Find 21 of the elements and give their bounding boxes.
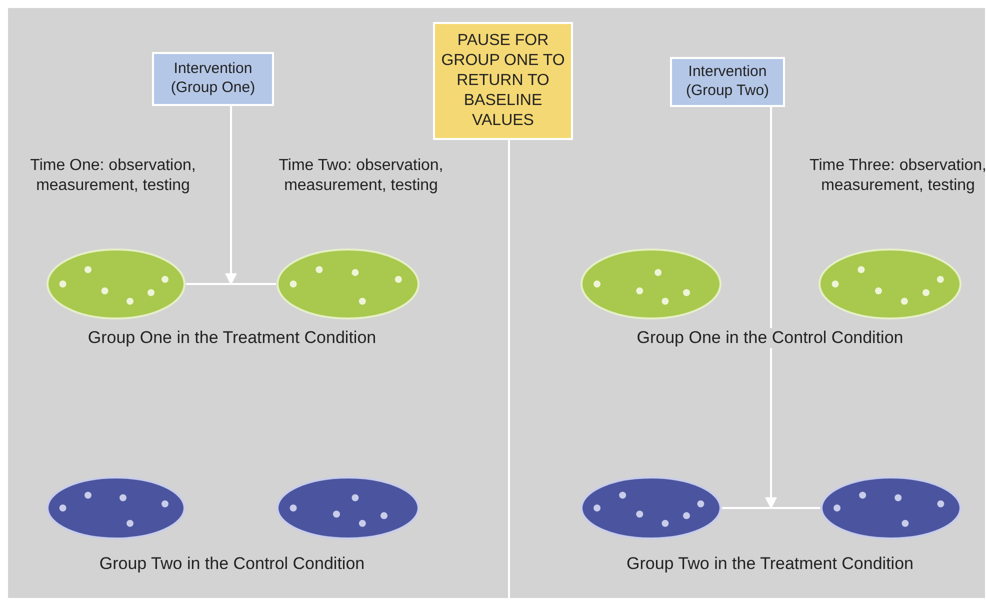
time-point-label: Time Three: observation, measurement, testing [808, 156, 986, 196]
process-box: Intervention (Group Two) [670, 57, 785, 107]
time-point-label: Time One: observation, measurement, testing [29, 156, 197, 196]
connector-line [508, 140, 510, 598]
time-point-label: Time Two: observation, measurement, testing [278, 156, 444, 196]
group-ellipse [820, 476, 962, 540]
group-ellipse [46, 248, 186, 320]
group-ellipse [580, 476, 722, 540]
group-ellipse [818, 248, 962, 320]
connector-line [722, 507, 820, 509]
group-ellipse [276, 476, 420, 540]
group-ellipse [580, 248, 722, 320]
condition-caption: Group One in the Control Condition [634, 328, 906, 348]
arrow [225, 106, 237, 286]
note-box: PAUSE FOR GROUP ONE TO RETURN TO BASELINE VALUES [433, 22, 573, 140]
condition-caption: Group Two in the Treatment Condition [624, 554, 916, 574]
process-box: Intervention (Group One) [152, 52, 274, 106]
arrow [765, 107, 777, 510]
group-ellipse [46, 476, 186, 540]
group-ellipse [276, 248, 420, 320]
connector-line [186, 283, 276, 285]
